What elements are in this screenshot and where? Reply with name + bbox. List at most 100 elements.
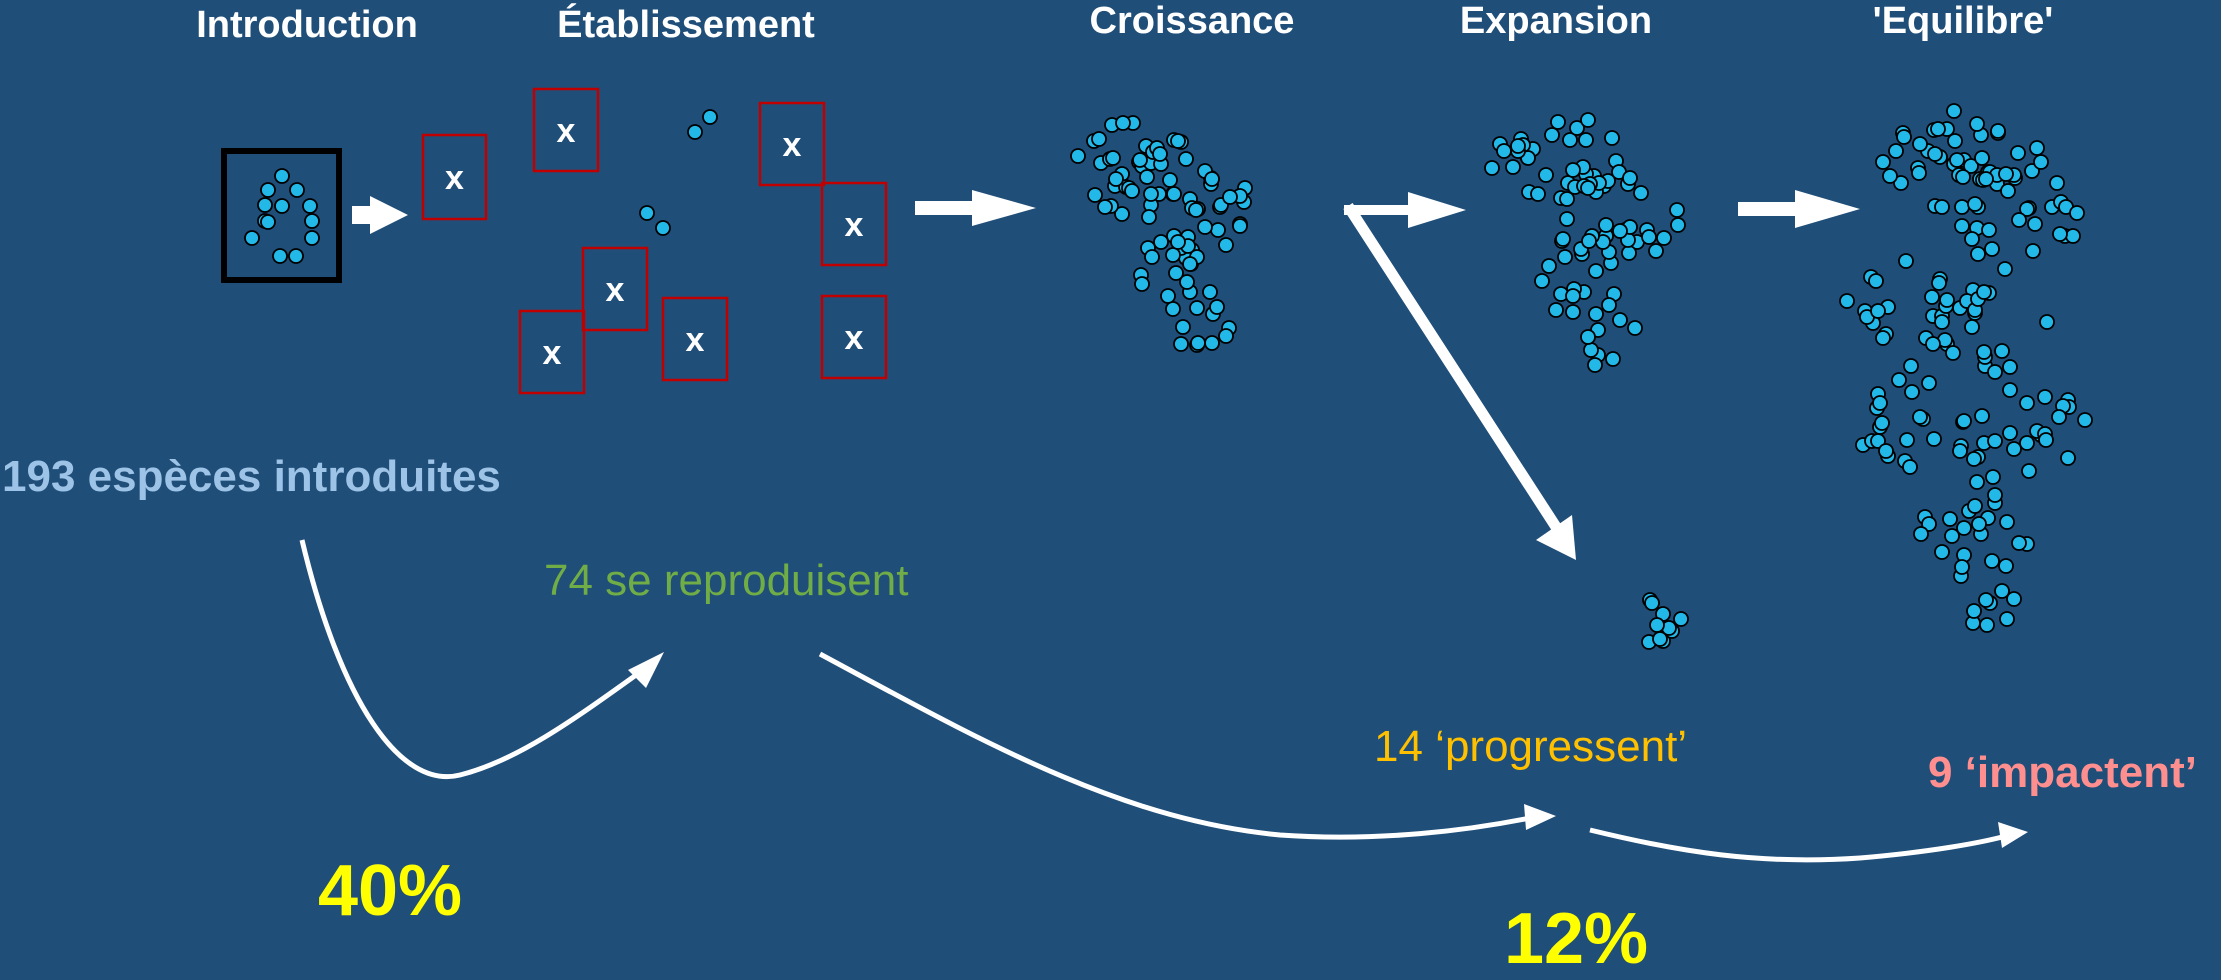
- label-impacting-species: 9 ‘impactent’: [1928, 748, 2197, 797]
- organism-dot: [1927, 146, 1943, 162]
- organism-dot: [288, 248, 304, 264]
- pair-dot: [639, 205, 655, 221]
- flow-curve-introduced-to-reproducing: [299, 539, 652, 780]
- organism-dot: [1627, 320, 1643, 336]
- organism-dot: [1904, 384, 1920, 400]
- organism-dot: [1152, 146, 1168, 162]
- organism-dot: [1921, 375, 1937, 391]
- failure-mark: x: [845, 206, 864, 244]
- organism-dot: [1644, 595, 1660, 611]
- organism-dot: [260, 214, 276, 230]
- failure-box: [532, 87, 600, 173]
- organism-dot: [304, 230, 320, 246]
- failure-mark: x: [845, 319, 864, 357]
- organism-dot: [1588, 263, 1604, 279]
- organism-dot: [1967, 498, 1983, 514]
- organism-dot: [1222, 189, 1238, 205]
- organism-dot: [1580, 329, 1596, 345]
- failure-box: [758, 101, 826, 187]
- organism-dot: [1559, 191, 1575, 207]
- organism-dot: [1949, 152, 1965, 168]
- organism-dot: [2049, 175, 2065, 191]
- organism-dot: [1605, 351, 1621, 367]
- croissance-population: [1070, 115, 1253, 353]
- organism-dot: [1868, 273, 1884, 289]
- organism-dot: [1875, 330, 1891, 346]
- organism-dot: [1999, 611, 2015, 627]
- organism-dot: [1964, 231, 1980, 247]
- organism-dot: [1210, 222, 1226, 238]
- organism-dot: [1505, 159, 1521, 175]
- organism-dot: [1612, 312, 1628, 328]
- organism-dot: [1510, 138, 1526, 154]
- organism-dot: [1934, 314, 1950, 330]
- organism-dot: [2019, 201, 2035, 217]
- failure-box: [518, 309, 586, 395]
- organism-dot: [1978, 592, 1994, 608]
- arrow-introduction-to-establishment: [352, 196, 408, 234]
- organism-dot: [1974, 150, 1990, 166]
- organism-dot: [2065, 228, 2081, 244]
- organism-dot: [2029, 140, 2045, 156]
- organism-dot: [1204, 335, 1220, 351]
- organism-dot: [1902, 459, 1918, 475]
- organism-dot: [1913, 526, 1929, 542]
- organism-dot: [1550, 114, 1566, 130]
- organism-dot: [274, 198, 290, 214]
- organism-dot: [1165, 301, 1181, 317]
- organism-dot: [1649, 617, 1665, 633]
- organism-dot: [1930, 121, 1946, 137]
- organism-dot: [244, 230, 260, 246]
- organism-dot: [1946, 103, 1962, 119]
- organism-dot: [1669, 202, 1685, 218]
- organism-dot: [1652, 631, 1668, 647]
- organism-dot: [1496, 143, 1512, 159]
- organism-dot: [1612, 223, 1628, 239]
- organism-dot: [1189, 300, 1205, 316]
- stage-title-introduction: Introduction: [196, 4, 418, 46]
- organism-dot: [2025, 243, 2041, 259]
- organism-dot: [1160, 288, 1176, 304]
- organism-dot: [1971, 516, 1987, 532]
- organism-dot: [2011, 212, 2027, 228]
- organism-dot: [1190, 335, 1206, 351]
- organism-dot: [2019, 395, 2035, 411]
- organism-dot: [1944, 528, 1960, 544]
- organism-dot: [1931, 275, 1947, 291]
- organism-dot: [1621, 245, 1637, 261]
- organism-dot: [1990, 123, 2006, 139]
- flow-curve-reproducing-to-progressing: [818, 651, 1531, 840]
- organism-dot: [1569, 120, 1585, 136]
- arrow-to-new-colony: [1343, 203, 1576, 560]
- equilibre-population: [1839, 103, 2093, 633]
- organism-dot: [1204, 171, 1220, 187]
- organism-dot: [1945, 345, 1961, 361]
- failure-box: [661, 296, 729, 382]
- organism-dot: [1963, 158, 1979, 174]
- flow-arrowhead-progressing: [1524, 804, 1556, 830]
- organism-dot: [1182, 256, 1198, 272]
- organism-dot: [1952, 443, 1968, 459]
- organism-dot: [1114, 206, 1130, 222]
- organism-dot: [1994, 583, 2010, 599]
- failure-mark: x: [557, 112, 576, 150]
- organism-dot: [1179, 274, 1195, 290]
- organism-dot: [1124, 183, 1140, 199]
- organism-dot: [1870, 303, 1886, 319]
- organism-dot: [1544, 127, 1560, 143]
- failure-box: [581, 246, 649, 332]
- organism-dot: [1956, 413, 1972, 429]
- establishing-pairs: [639, 109, 718, 236]
- organism-dot: [2033, 154, 2049, 170]
- organism-dot: [2060, 450, 2076, 466]
- organism-dot: [1978, 171, 1994, 187]
- organism-dot: [1875, 154, 1891, 170]
- organism-dot: [1893, 175, 1909, 191]
- organism-dot: [1966, 603, 1982, 619]
- organism-dot: [1934, 199, 1950, 215]
- failure-mark: x: [445, 159, 464, 197]
- organism-dot: [1947, 133, 1963, 149]
- organism-dot: [1580, 112, 1596, 128]
- organism-dot: [1197, 219, 1213, 235]
